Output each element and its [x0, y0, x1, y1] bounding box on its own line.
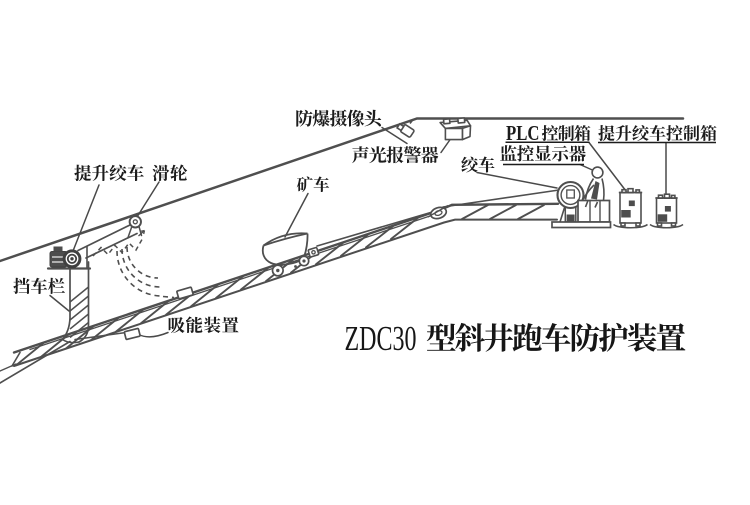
svg-text:ZDC30: ZDC30	[345, 320, 417, 358]
svg-text:PLC: PLC	[506, 121, 540, 145]
